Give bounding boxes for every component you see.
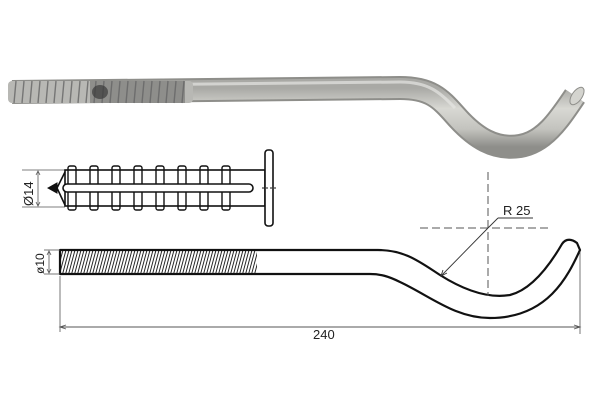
bend-radius-label: R 25	[503, 203, 530, 218]
rod-diameter-label: ø10	[33, 253, 47, 274]
dowel-drawing	[22, 149, 276, 227]
thread-ribs	[8, 80, 193, 104]
bolt-drawing	[44, 172, 582, 334]
thread-hatching	[60, 250, 257, 274]
bolt-photo	[8, 76, 585, 159]
overall-length-label: 240	[313, 327, 335, 342]
dowel-diameter-label: Ø14	[21, 181, 36, 206]
